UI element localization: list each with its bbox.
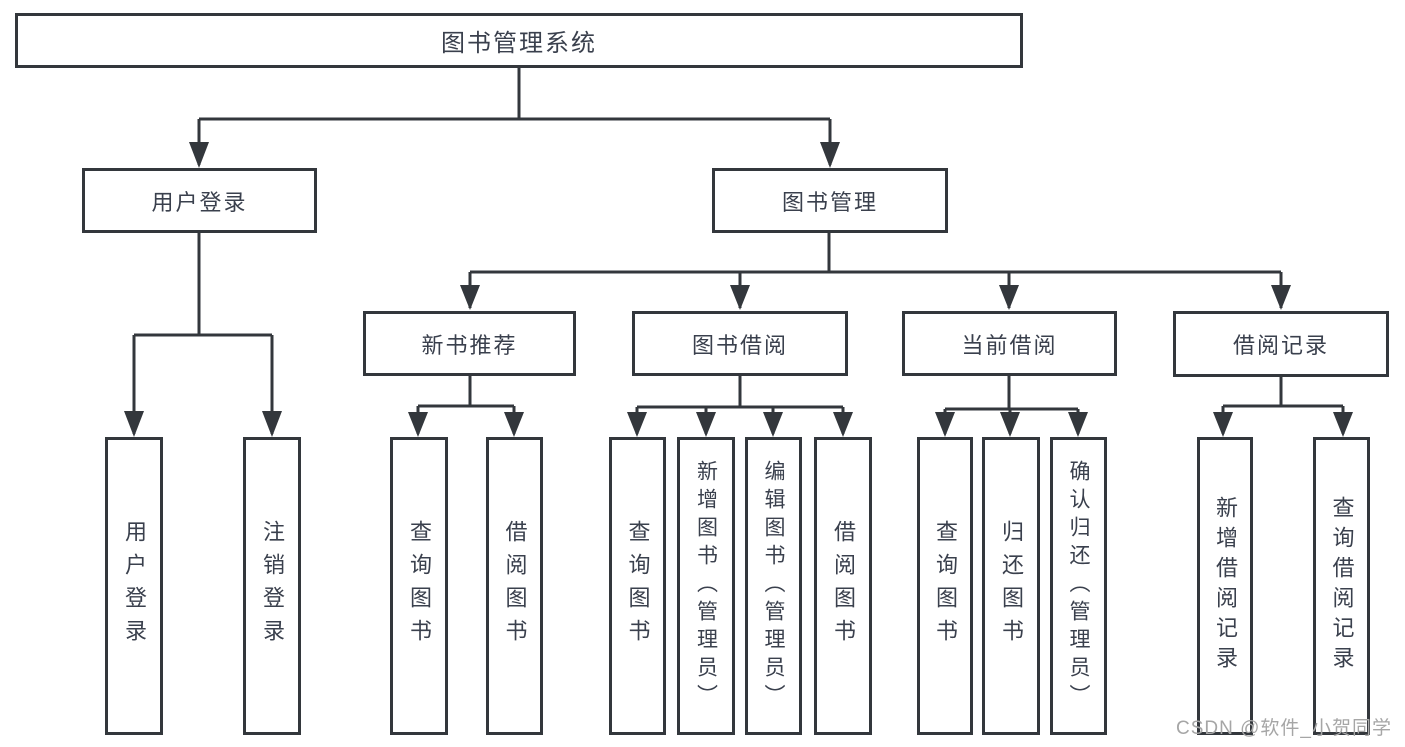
leaf-label: 新增借阅记录 <box>1213 496 1238 676</box>
leaf-logout: 注销登录 <box>243 437 301 735</box>
leaf-add-borrow-record: 新增借阅记录 <box>1197 437 1253 735</box>
leaf-confirm-return-admin: 确认归还（管理员） <box>1050 437 1107 735</box>
leaf-label: 查询借阅记录 <box>1329 496 1355 676</box>
leaf-query-books-borrow: 查询图书 <box>609 437 666 735</box>
leaf-query-borrow-record: 查询借阅记录 <box>1313 437 1370 735</box>
leaf-borrow-books: 借阅图书 <box>814 437 872 735</box>
leaf-label: 新增图书（管理员） <box>694 460 718 712</box>
leaf-label: 借阅图书 <box>502 520 528 652</box>
node-label: 图书管理系统 <box>441 30 597 57</box>
leaf-label: 查询图书 <box>407 520 432 652</box>
leaf-user-login: 用户登录 <box>105 437 163 735</box>
node-library-system-root: 图书管理系统 <box>15 13 1023 68</box>
node-current-borrowing: 当前借阅 <box>902 311 1117 376</box>
leaf-return-books: 归还图书 <box>982 437 1040 735</box>
node-label: 新书推荐 <box>421 332 518 358</box>
leaf-query-books-current: 查询图书 <box>917 437 973 735</box>
node-label: 当前借阅 <box>961 332 1058 358</box>
leaf-label: 查询图书 <box>625 520 651 652</box>
node-label: 图书管理 <box>781 189 878 215</box>
node-book-management: 图书管理 <box>712 168 948 233</box>
leaf-label: 用户登录 <box>122 520 147 652</box>
leaf-borrow-books-recommend: 借阅图书 <box>486 437 543 735</box>
node-borrowing-records: 借阅记录 <box>1173 311 1389 377</box>
leaf-label: 借阅图书 <box>831 520 856 652</box>
node-new-book-recommendation: 新书推荐 <box>363 311 576 376</box>
node-label: 借阅记录 <box>1232 333 1329 358</box>
leaf-label: 编辑图书（管理员） <box>762 460 785 712</box>
leaf-label: 查询图书 <box>933 520 958 652</box>
leaf-edit-books-admin: 编辑图书（管理员） <box>745 437 802 735</box>
leaf-add-books-admin: 新增图书（管理员） <box>677 437 735 735</box>
leaf-label: 确认归还（管理员） <box>1067 460 1090 712</box>
leaf-query-books-recommend: 查询图书 <box>390 437 448 735</box>
node-book-borrowing: 图书借阅 <box>632 311 848 376</box>
csdn-watermark: CSDN @软件_小贺同学 <box>1176 718 1392 739</box>
node-label: 用户登录 <box>151 189 248 215</box>
node-user-login: 用户登录 <box>82 168 317 233</box>
node-label: 图书借阅 <box>691 332 788 358</box>
connector-lines <box>132 68 1345 434</box>
leaf-label: 归还图书 <box>999 520 1024 652</box>
leaf-label: 注销登录 <box>260 520 285 652</box>
